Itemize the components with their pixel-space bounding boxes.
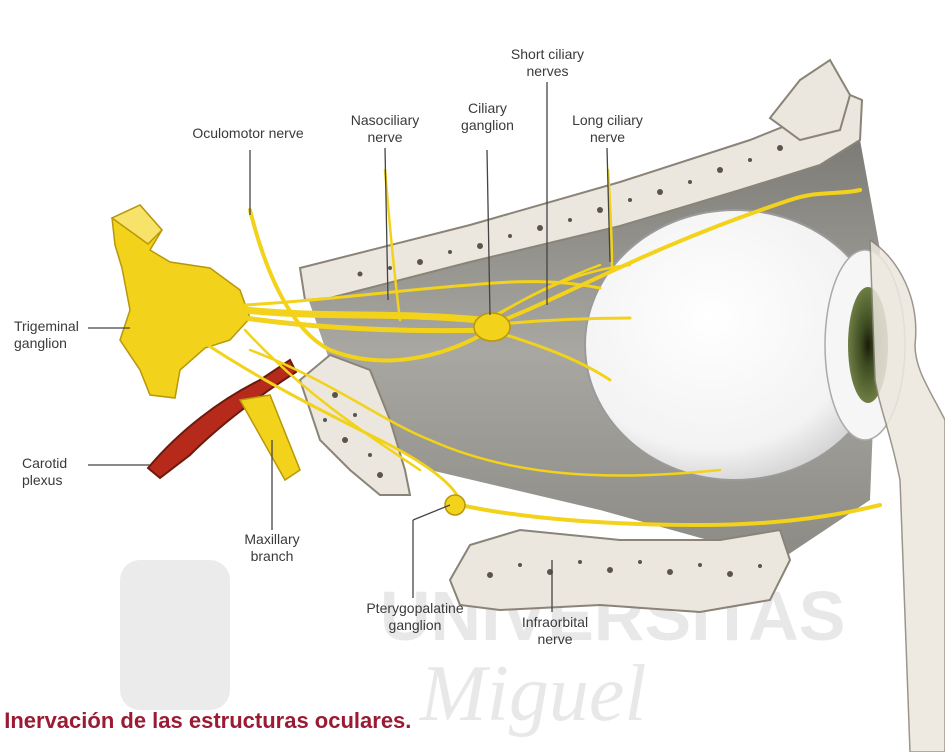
label-maxillary-branch: Maxillary branch: [222, 531, 322, 565]
label-oculomotor-nerve: Oculomotor nerve: [168, 125, 328, 142]
label-infraorbital-nerve: Infraorbital nerve: [505, 614, 605, 648]
label-ciliary-ganglion: Ciliary ganglion: [440, 100, 535, 134]
figure-caption: . Inervación de las estructuras oculares…: [0, 708, 411, 734]
label-trigeminal-ganglion: Trigeminal ganglion: [14, 318, 104, 352]
watermark-line2: Miguel: [419, 650, 647, 738]
label-nasociliary-nerve: Nasociliary nerve: [330, 112, 440, 146]
lower-orbital-bone: [450, 530, 790, 612]
brow-bone: [770, 60, 850, 140]
label-long-ciliary-nerve: Long ciliary nerve: [555, 112, 660, 146]
pterygopalatine-ganglion: [445, 495, 465, 515]
face-profile: [870, 240, 945, 752]
label-short-ciliary-nerves: Short ciliary nerves: [490, 46, 605, 80]
trigeminal-ganglion: [112, 205, 250, 398]
maxillary-branch-shape: [240, 395, 300, 480]
ciliary-ganglion: [474, 313, 510, 341]
label-carotid-plexus: Carotid plexus: [22, 455, 102, 489]
label-pterygopalatine-ganglion: Pterygopalatine ganglion: [345, 600, 485, 634]
